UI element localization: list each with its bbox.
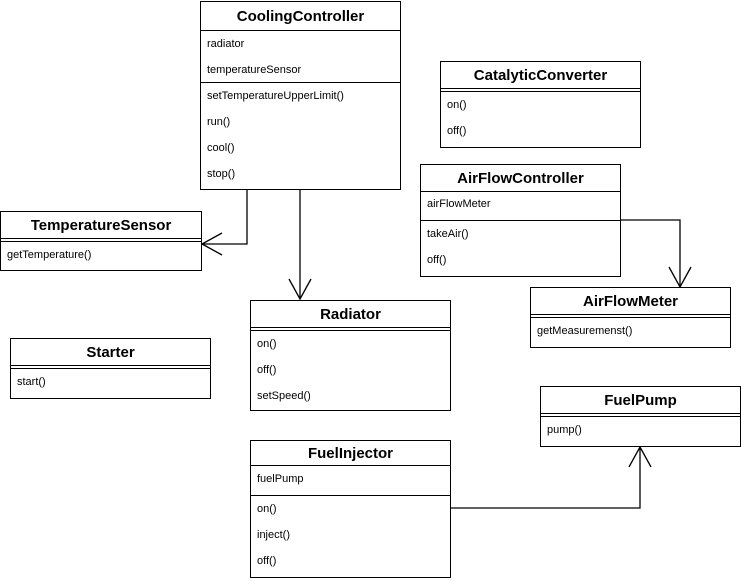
methods-section: getMeasuremenst() bbox=[531, 318, 730, 344]
method: off() bbox=[257, 364, 277, 376]
class-radiator[interactable]: Radiator on() off() setSpeed() bbox=[250, 300, 451, 411]
method: run() bbox=[207, 116, 231, 128]
methods-section: start() bbox=[11, 369, 210, 395]
method: stop() bbox=[207, 168, 236, 180]
attribute: fuelPump bbox=[257, 473, 304, 485]
association-cooling-to-tempsensor bbox=[202, 189, 248, 245]
method: getTemperature() bbox=[7, 249, 92, 261]
method: getMeasuremenst() bbox=[537, 325, 633, 337]
method: off() bbox=[257, 555, 277, 567]
method: off() bbox=[427, 254, 447, 266]
class-air-flow-meter[interactable]: AirFlowMeter getMeasuremenst() bbox=[530, 287, 731, 348]
arrowhead-open-icon bbox=[288, 278, 312, 301]
method: on() bbox=[447, 99, 467, 111]
association-airflowcontroller-to-meter bbox=[620, 219, 681, 287]
class-title: Radiator bbox=[251, 301, 450, 331]
method: off() bbox=[447, 125, 467, 137]
class-title: FuelInjector bbox=[251, 441, 450, 466]
class-fuel-pump[interactable]: FuelPump pump() bbox=[540, 386, 741, 447]
class-catalytic-converter[interactable]: CatalyticConverter on() off() bbox=[440, 61, 641, 148]
class-temperature-sensor[interactable]: TemperatureSensor getTemperature() bbox=[0, 211, 202, 271]
class-title: AirFlowMeter bbox=[531, 288, 730, 318]
attributes-section: airFlowMeter bbox=[421, 192, 620, 221]
method: cool() bbox=[207, 142, 235, 154]
class-air-flow-controller[interactable]: AirFlowController airFlowMeter takeAir()… bbox=[420, 164, 621, 277]
attributes-section: radiator temperatureSensor bbox=[201, 31, 400, 83]
class-title: FuelPump bbox=[541, 387, 740, 417]
methods-section: takeAir() off() bbox=[421, 221, 620, 273]
methods-section: pump() bbox=[541, 417, 740, 443]
attribute: radiator bbox=[207, 38, 245, 50]
method: on() bbox=[257, 338, 277, 350]
arrowhead-open-icon bbox=[200, 232, 223, 256]
arrowhead-open-icon bbox=[628, 445, 652, 468]
class-fuel-injector[interactable]: FuelInjector fuelPump on() inject() off(… bbox=[250, 440, 451, 578]
attribute: airFlowMeter bbox=[427, 198, 491, 210]
methods-section: getTemperature() bbox=[1, 242, 201, 268]
association-fuelinjector-to-fuelpump bbox=[450, 447, 641, 509]
method: setTemperatureUpperLimit() bbox=[207, 90, 344, 102]
methods-section: setTemperatureUpperLimit() run() cool() … bbox=[201, 83, 400, 187]
method: pump() bbox=[547, 424, 582, 436]
method: inject() bbox=[257, 529, 291, 541]
methods-section: on() inject() off() bbox=[251, 496, 450, 574]
class-title: AirFlowController bbox=[421, 165, 620, 192]
class-starter[interactable]: Starter start() bbox=[10, 338, 211, 399]
arrowhead-open-icon bbox=[668, 266, 692, 289]
method: takeAir() bbox=[427, 228, 469, 240]
attributes-section: fuelPump bbox=[251, 466, 450, 496]
methods-section: on() off() setSpeed() bbox=[251, 331, 450, 409]
methods-section: on() off() bbox=[441, 92, 640, 144]
method: setSpeed() bbox=[257, 390, 311, 402]
method: start() bbox=[17, 376, 46, 388]
class-title: TemperatureSensor bbox=[1, 212, 201, 242]
class-cooling-controller[interactable]: CoolingController radiator temperatureSe… bbox=[200, 1, 401, 190]
attribute: temperatureSensor bbox=[207, 64, 302, 76]
class-title: CatalyticConverter bbox=[441, 62, 640, 92]
class-title: CoolingController bbox=[201, 2, 400, 31]
method: on() bbox=[257, 503, 277, 515]
class-title: Starter bbox=[11, 339, 210, 369]
